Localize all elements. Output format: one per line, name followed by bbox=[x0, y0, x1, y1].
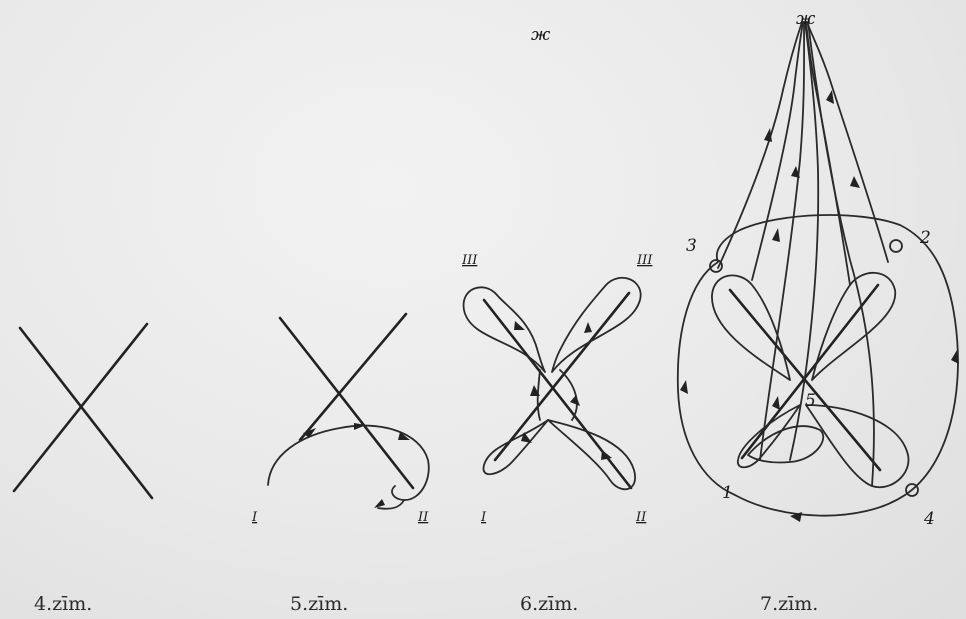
fig7-point-2-loop bbox=[890, 240, 902, 252]
fig4-drawing bbox=[14, 324, 152, 498]
fig7-star: ж bbox=[796, 9, 816, 29]
fig7-caption: 7.zīm. bbox=[760, 593, 818, 615]
fig7-line-b bbox=[742, 285, 878, 458]
fig6-label-i: I bbox=[480, 510, 487, 525]
fig5-caption: 5.zīm. bbox=[290, 593, 348, 615]
fig5-line-a bbox=[280, 318, 413, 488]
fig7-arrow-9 bbox=[772, 396, 780, 410]
fig7-lobe-right bbox=[812, 273, 895, 380]
fig7-arrow-5 bbox=[850, 176, 860, 188]
fig6-drawing: ж III III I II bbox=[461, 25, 653, 525]
fig6-star: ж bbox=[531, 25, 551, 45]
fig5-label-i: I bbox=[251, 510, 258, 525]
fig7-label-2: 2 bbox=[919, 228, 931, 248]
fig5-drawing: I II bbox=[251, 314, 429, 525]
fig7-label-4: 4 bbox=[923, 509, 935, 529]
fig7-arrow-4 bbox=[826, 90, 834, 104]
fig6-arrow-6 bbox=[570, 395, 580, 406]
fig6-label-ii: II bbox=[635, 510, 647, 525]
fig7-lobe-bottom-right bbox=[806, 405, 908, 487]
fig4-caption: 4.zīm. bbox=[34, 593, 92, 615]
fig6-line-b bbox=[495, 293, 629, 460]
fig6-label-iii-right: III bbox=[636, 253, 653, 268]
fig5-line-b bbox=[300, 314, 406, 440]
fig6-line-a bbox=[484, 300, 631, 488]
fig6-caption: 6.zīm. bbox=[520, 593, 578, 615]
fig7-label-5: 5 bbox=[805, 391, 816, 411]
fig6-arrow-4 bbox=[601, 450, 612, 460]
fig6-loop-top-left bbox=[464, 287, 545, 372]
fig7-strand-6 bbox=[807, 22, 888, 262]
fig6-arrow-2 bbox=[584, 322, 592, 333]
fig7-strand-1 bbox=[718, 22, 802, 268]
fig4-line-a bbox=[20, 328, 152, 498]
fig7-arrow-2 bbox=[772, 228, 780, 242]
fig7-arrow-1 bbox=[764, 128, 772, 142]
fig7-label-1: 1 bbox=[722, 483, 733, 503]
fig6-loop-top-right bbox=[552, 278, 641, 372]
fig7-drawing: ж 3 2 1 4 5 bbox=[678, 9, 959, 529]
fig6-label-iii-left: III bbox=[461, 253, 478, 268]
fig5-label-ii: II bbox=[417, 510, 429, 525]
fig6-loop-bottom-right bbox=[548, 420, 635, 489]
fig7-strand-7 bbox=[808, 22, 874, 486]
fig5-arrow-4 bbox=[374, 499, 385, 508]
fig7-label-3: 3 bbox=[686, 236, 697, 256]
fig7-arrow-6 bbox=[680, 380, 688, 394]
fig7-outer-loop bbox=[678, 215, 958, 516]
fig7-strand-3 bbox=[760, 22, 804, 460]
fig6-loop-bottom-left bbox=[483, 420, 548, 474]
